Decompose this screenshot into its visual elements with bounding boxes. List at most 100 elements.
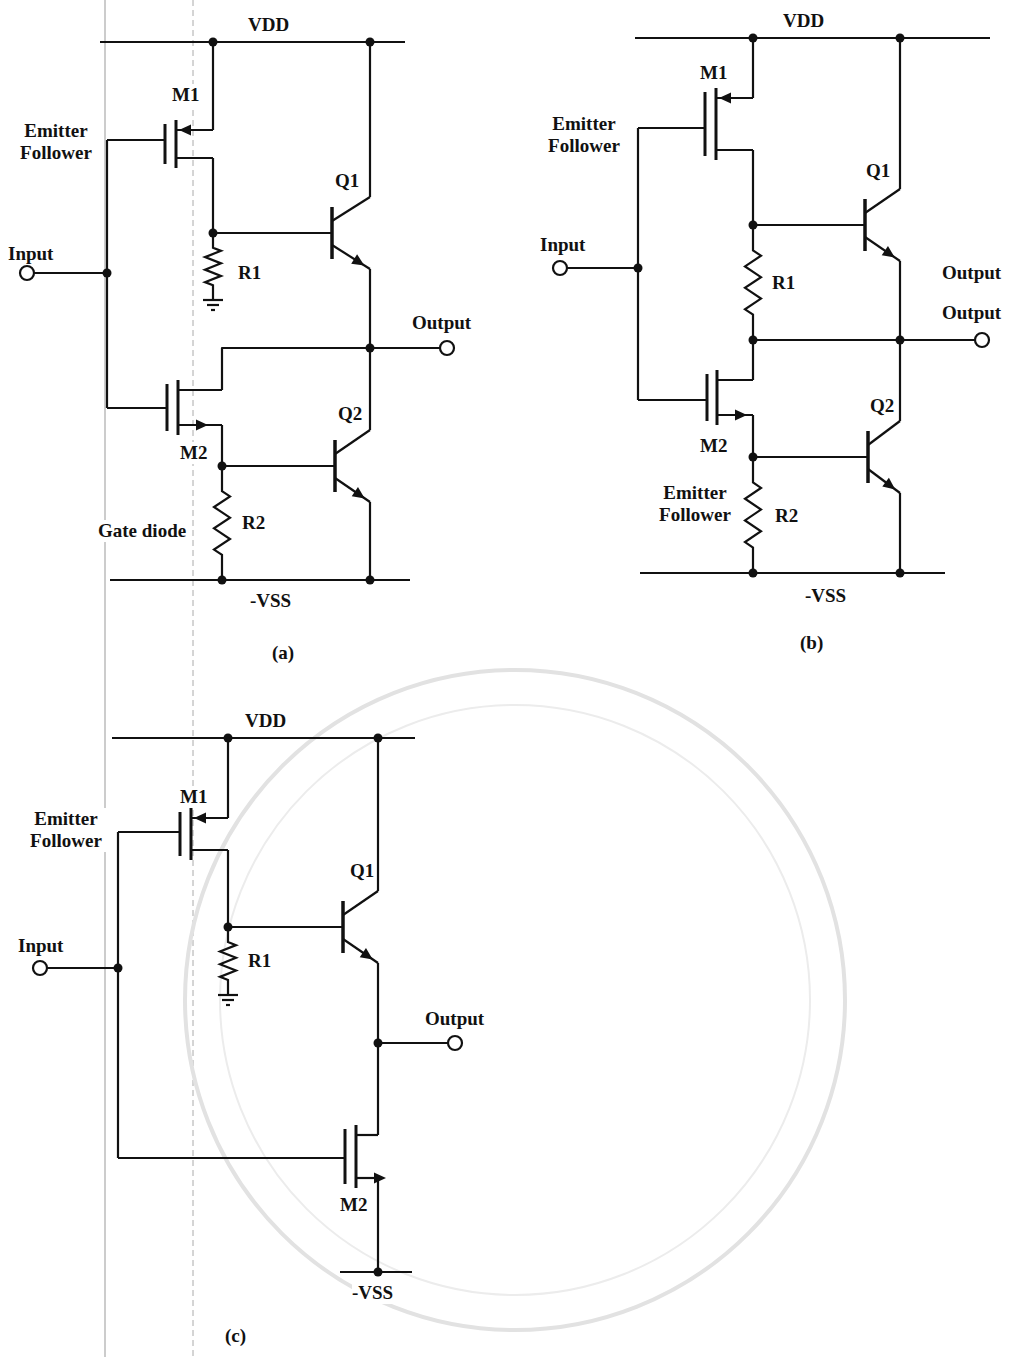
wire: [378, 1042, 448, 1044]
wire: [567, 267, 638, 269]
resistor-symbol: [205, 233, 221, 300]
wire: [865, 189, 900, 213]
arrow-head: [196, 420, 208, 431]
wire: [369, 269, 371, 348]
transistor-label: M2: [180, 442, 207, 464]
resistor-label: R1: [248, 950, 271, 972]
terminal-symbol: [448, 1036, 462, 1050]
wire: [191, 849, 228, 851]
arrow-head: [194, 813, 206, 824]
wire: [203, 299, 223, 301]
resistor-label: R1: [772, 272, 795, 294]
wire: [34, 272, 107, 274]
wire: [107, 139, 165, 141]
wire: [868, 469, 900, 493]
arrow-head: [882, 246, 895, 257]
wire: [369, 42, 371, 197]
wire: [212, 158, 214, 233]
wire: [638, 399, 707, 401]
wire: [106, 140, 108, 408]
resistor-label: R2: [242, 512, 265, 534]
wire: [164, 124, 167, 164]
note-label: Emitter Follower: [650, 482, 740, 526]
wire: [335, 430, 370, 454]
wire: [369, 502, 371, 580]
arrow-head: [179, 125, 191, 136]
wire: [716, 149, 753, 151]
wire: [47, 967, 118, 969]
wire: [369, 348, 371, 430]
wire: [332, 245, 370, 269]
transistor-label: M1: [700, 62, 727, 84]
wire: [110, 579, 410, 581]
wire: [332, 197, 370, 221]
wire: [640, 572, 945, 574]
wire: [207, 304, 219, 306]
wire: [212, 42, 214, 130]
wire: [752, 340, 754, 380]
wire: [377, 963, 379, 1135]
arrow-head: [352, 487, 365, 498]
wire: [753, 339, 900, 341]
terminal-symbol: [33, 961, 47, 975]
wire: [228, 926, 343, 928]
wire: [752, 38, 754, 98]
wire: [637, 128, 639, 400]
supply-label: VDD: [248, 14, 289, 36]
transistor-label: Q2: [338, 403, 362, 425]
wire: [343, 939, 378, 963]
terminal-label: Input: [18, 935, 63, 957]
wire: [753, 224, 865, 226]
wire: [112, 737, 415, 739]
wire: [107, 407, 167, 409]
wire: [370, 347, 440, 349]
terminal-label: Output: [942, 302, 1001, 324]
wire: [899, 38, 901, 189]
wire: [899, 493, 901, 573]
wire: [100, 41, 405, 43]
transistor-label: M1: [180, 786, 207, 808]
wire: [179, 812, 182, 856]
wire: [222, 348, 370, 390]
supply-label: -VSS: [250, 590, 291, 612]
wire: [752, 150, 754, 225]
arrow-head: [351, 254, 364, 265]
wire: [221, 425, 223, 466]
transistor-label: M2: [340, 1194, 367, 1216]
wire: [190, 808, 193, 860]
terminal-label: Output: [942, 262, 1001, 284]
wire: [222, 999, 234, 1001]
wire: [753, 456, 868, 458]
watermark-seal: [185, 670, 845, 1330]
figure-label: (c): [225, 1325, 246, 1347]
arrow-head: [374, 1173, 386, 1184]
wire: [226, 1004, 230, 1006]
terminal-label: Input: [540, 234, 585, 256]
wire: [335, 478, 370, 502]
wire: [704, 92, 707, 156]
note-label: Emitter Follower: [540, 113, 628, 157]
wire: [377, 1178, 379, 1272]
resistor-label: R1: [238, 262, 261, 284]
wire: [356, 1134, 378, 1136]
wire: [899, 340, 901, 421]
supply-label: -VSS: [805, 585, 846, 607]
resistor-symbol: [220, 927, 236, 995]
wire: [706, 374, 709, 421]
terminal-symbol: [975, 333, 989, 347]
wire: [344, 1129, 347, 1184]
note-label: Gate diode: [98, 520, 186, 542]
wire: [716, 370, 719, 425]
wire: [868, 421, 900, 445]
note-label: Emitter Follower: [12, 120, 100, 164]
wire: [222, 465, 335, 467]
transistor-label: M1: [172, 84, 199, 106]
wire: [177, 380, 180, 435]
figure-label: (a): [272, 642, 294, 664]
terminal-symbol: [440, 341, 454, 355]
wire: [900, 339, 975, 341]
transistor-label: Q2: [870, 395, 894, 417]
wire: [213, 232, 332, 234]
